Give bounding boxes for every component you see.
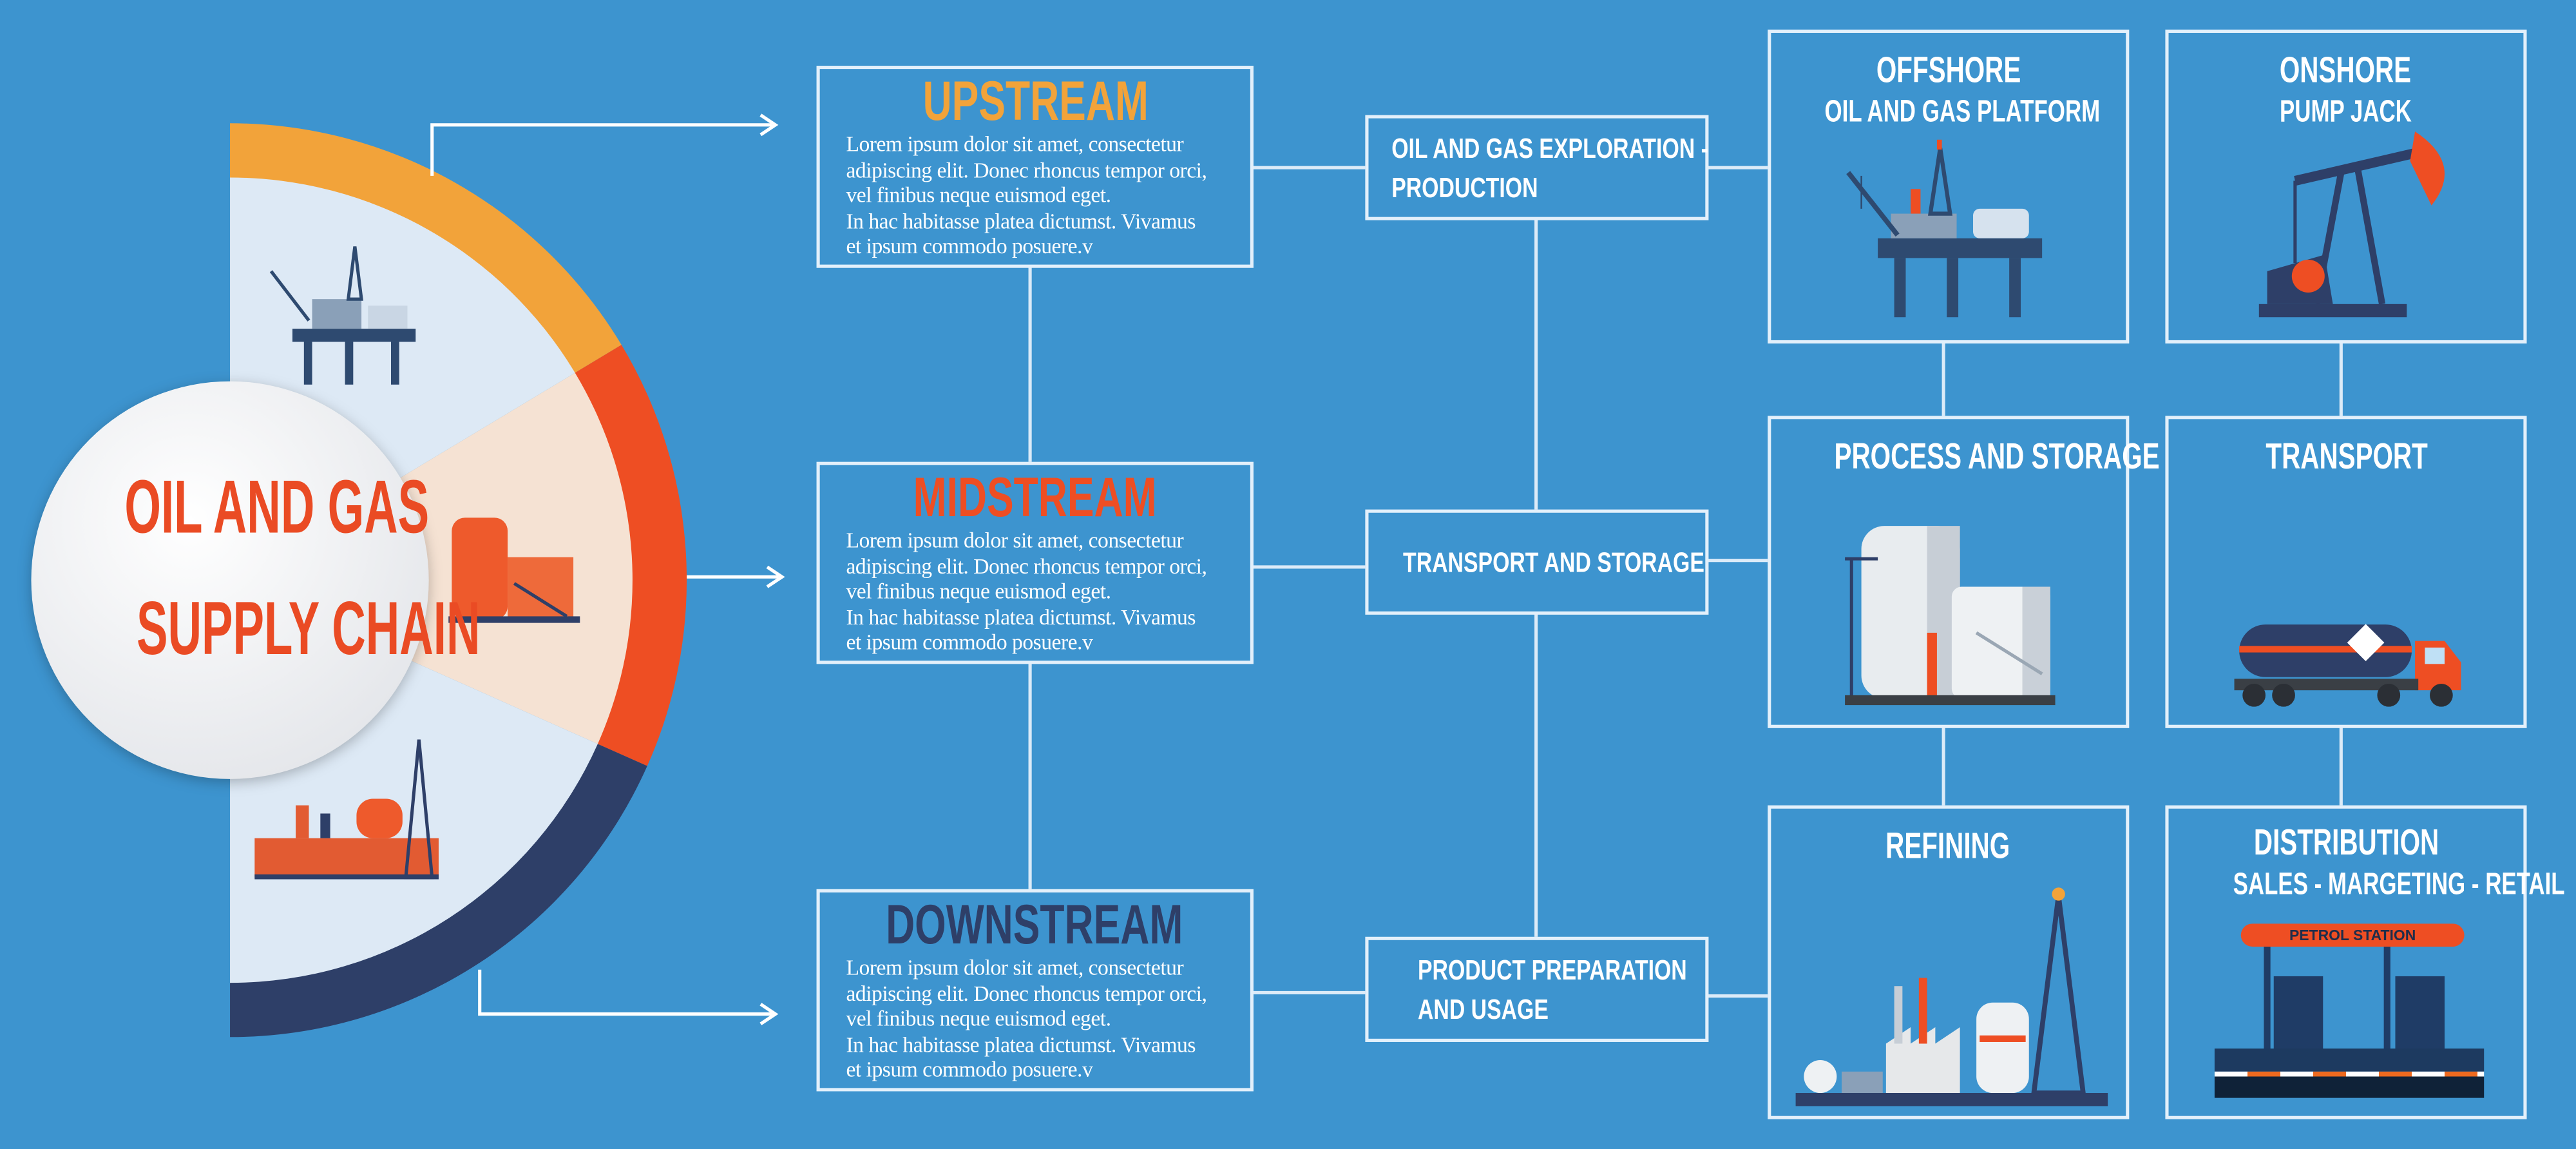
text-line: In hac habitasse platea dictumst. Vivamu…	[846, 208, 1196, 233]
connector	[1942, 342, 1945, 416]
text-line: adipiscing elit. Donec rhoncus tempor or…	[846, 553, 1207, 578]
text-line: et ipsum commodo posuere.v	[846, 234, 1093, 259]
card-subtitle: SALES - MARGETING - RETAIL	[2233, 867, 2565, 903]
connector	[1252, 565, 1366, 569]
text-line: In hac habitasse platea dictumst. Vivamu…	[846, 604, 1196, 630]
card-offshore: OFFSHORE OIL AND GAS PLATFORM	[1768, 29, 2130, 344]
text-line: Lorem ipsum dolor sit amet, consectetur	[846, 527, 1184, 552]
card-title: REFINING	[1886, 825, 2011, 867]
refinery-icon	[1795, 887, 2108, 1106]
midstream-box: MIDSTREAM Lorem ipsum dolor sit amet, co…	[816, 461, 1254, 664]
pump-jack-icon	[2258, 131, 2445, 318]
process-preparation-box: PRODUCT PREPARATION AND USAGE	[1365, 936, 1709, 1042]
upstream-box: UPSTREAM Lorem ipsum dolor sit amet, con…	[816, 66, 1254, 268]
upstream-arc	[230, 123, 622, 373]
card-transport: TRANSPORT	[2165, 416, 2527, 728]
upstream-title: UPSTREAM	[922, 70, 1148, 133]
card-title: PROCESS AND STORAGE	[1834, 435, 2160, 477]
connector	[1534, 613, 1538, 937]
arrow-to-upstream	[430, 113, 779, 176]
arrow-to-midstream	[687, 565, 785, 588]
card-subtitle: PUMP JACK	[2280, 95, 2412, 130]
text-line: vel finibus neque euismod eget.	[846, 579, 1111, 604]
connector	[2339, 726, 2343, 806]
process-label: TRANSPORT AND STORAGE	[1403, 547, 1704, 579]
connector	[2339, 342, 2343, 416]
connector	[1252, 990, 1366, 994]
downstream-box: DOWNSTREAM Lorem ipsum dolor sit amet, c…	[816, 889, 1254, 1092]
card-title: ONSHORE	[2280, 49, 2412, 91]
text-line: Lorem ipsum dolor sit amet, consectetur	[846, 954, 1184, 980]
hub-title: OIL AND GAS SUPPLY CHAIN	[31, 463, 480, 669]
text-line: adipiscing elit. Donec rhoncus tempor or…	[846, 157, 1207, 182]
downstream-title: DOWNSTREAM	[886, 894, 1184, 957]
petrol-station-icon: PETROL STATION	[2214, 923, 2485, 1098]
connector	[1942, 726, 1945, 806]
midstream-title: MIDSTREAM	[913, 467, 1157, 530]
hub-title-line2: SUPPLY CHAIN	[136, 584, 481, 671]
text-line: vel finibus neque euismod eget.	[846, 182, 1111, 208]
text-line: Lorem ipsum dolor sit amet, consectetur	[846, 131, 1184, 157]
refinery-small-icon	[254, 739, 439, 880]
card-refining: REFINING	[1768, 805, 2130, 1119]
process-transport-box: TRANSPORT AND STORAGE	[1365, 509, 1709, 615]
connector	[1706, 994, 1768, 998]
process-label: PRODUCTION	[1391, 172, 1538, 204]
connector	[1028, 662, 1032, 889]
process-label: OIL AND GAS EXPLORATION -	[1391, 133, 1708, 165]
process-label: AND USAGE	[1417, 994, 1549, 1026]
process-exploration-box: OIL AND GAS EXPLORATION - PRODUCTION	[1365, 115, 1709, 220]
offshore-platform-small-icon	[269, 246, 416, 385]
connector	[1706, 559, 1768, 563]
card-subtitle: OIL AND GAS PLATFORM	[1824, 95, 2101, 130]
card-title: DISTRIBUTION	[2253, 822, 2439, 863]
text-line: adipiscing elit. Donec rhoncus tempor or…	[846, 980, 1207, 1005]
card-onshore: ONSHORE PUMP JACK	[2165, 29, 2527, 344]
process-label: PRODUCT PREPARATION	[1417, 954, 1687, 987]
storage-tanks-small-icon	[448, 517, 580, 623]
midstream-wedge	[230, 372, 634, 745]
hub-circle	[31, 381, 429, 779]
card-distribution: DISTRIBUTION SALES - MARGETING - RETAIL …	[2165, 805, 2565, 1119]
text-line: In hac habitasse platea dictumst. Vivamu…	[846, 1032, 1196, 1057]
midstream-arc	[575, 345, 687, 766]
card-title: OFFSHORE	[1876, 49, 2021, 91]
hub-title-line1: OIL AND GAS	[124, 463, 430, 549]
downstream-arc	[230, 744, 647, 1038]
connector	[1252, 166, 1366, 169]
text-line: vel finibus neque euismod eget.	[846, 1006, 1111, 1031]
card-title: TRANSPORT	[2265, 435, 2427, 477]
connector	[1028, 266, 1032, 462]
tanker-truck-icon	[2234, 624, 2461, 707]
card-process-storage: PROCESS AND STORAGE	[1768, 416, 2160, 728]
offshore-platform-icon	[1846, 139, 2043, 318]
arrow-to-downstream	[478, 969, 779, 1026]
text-line: et ipsum commodo posuere.v	[846, 630, 1093, 655]
text-line: et ipsum commodo posuere.v	[846, 1057, 1093, 1083]
storage-tanks-icon	[1845, 526, 2056, 706]
petrol-station-sign: PETROL STATION	[2240, 923, 2465, 947]
connector	[1706, 166, 1768, 169]
connector	[1534, 218, 1538, 510]
